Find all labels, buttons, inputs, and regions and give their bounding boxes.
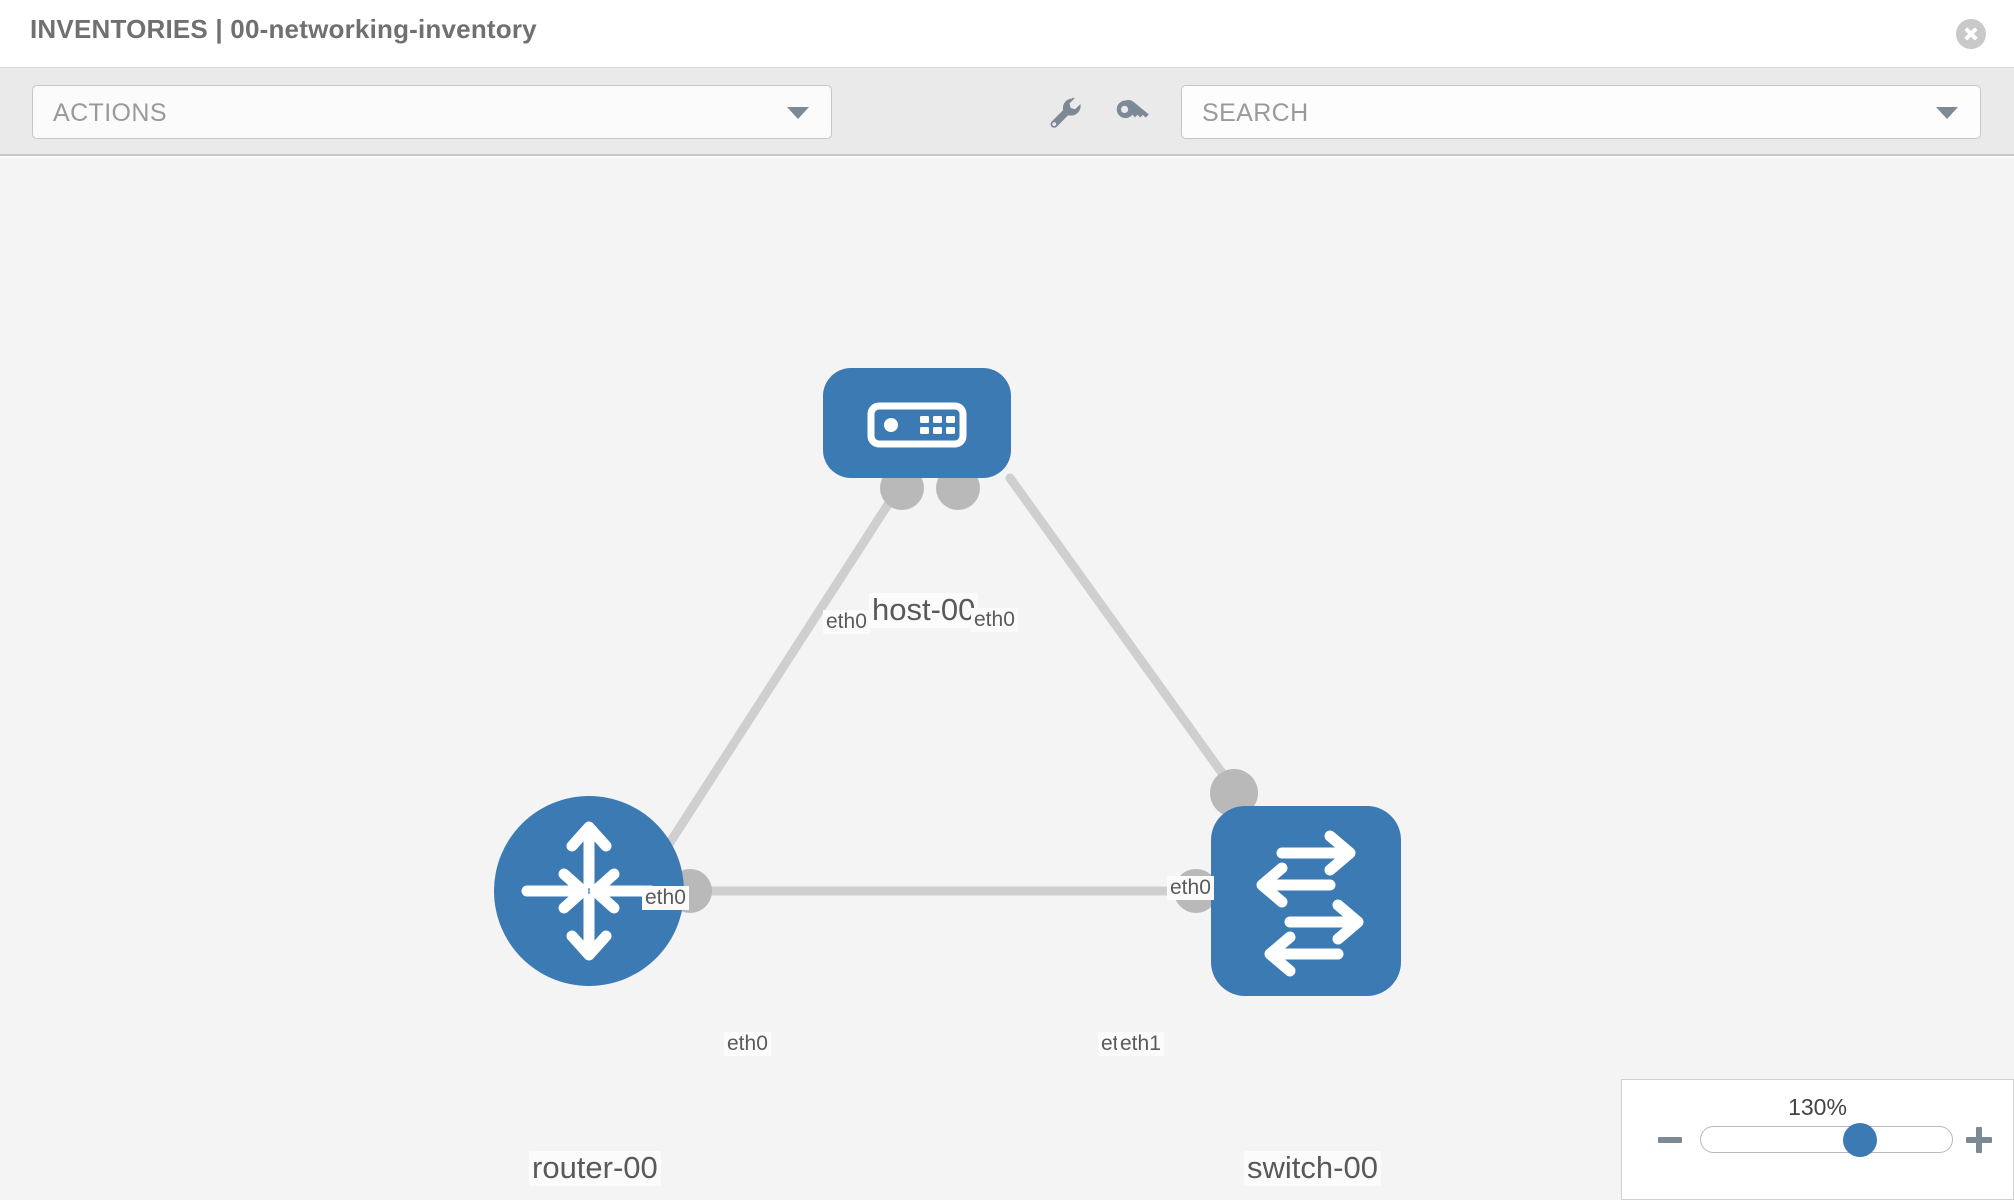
zoom-level-value: 130% bbox=[1788, 1094, 1847, 1120]
topology-graph bbox=[494, 368, 1401, 996]
zoom-control-panel: 130% bbox=[1621, 1079, 2014, 1200]
iface-label: eth0 bbox=[642, 886, 689, 911]
toolbar: ACTIONS SEARCH bbox=[0, 68, 2014, 156]
page-header: INVENTORIES | 00-networking-inventory bbox=[0, 0, 2014, 68]
page-title: INVENTORIES | 00-networking-inventory bbox=[30, 14, 537, 44]
actions-dropdown[interactable]: ACTIONS bbox=[32, 85, 832, 139]
topology-canvas[interactable]: host-00 router-00 switch-00 eth0 eth0 et… bbox=[0, 158, 2014, 1200]
node-label-router-00: router-00 bbox=[529, 1151, 661, 1186]
iface-label: eth1 bbox=[1117, 1032, 1164, 1057]
close-icon[interactable] bbox=[1956, 19, 1986, 49]
plus-icon[interactable] bbox=[1965, 1126, 1993, 1154]
iface-label: eth0 bbox=[823, 610, 870, 635]
wrench-icon[interactable] bbox=[1042, 92, 1084, 134]
connector-nub[interactable] bbox=[1210, 769, 1258, 817]
zoom-slider-thumb[interactable] bbox=[1843, 1122, 1878, 1157]
search-placeholder-label: SEARCH bbox=[1202, 99, 1309, 127]
zoom-slider[interactable] bbox=[1700, 1122, 1953, 1157]
server-icon bbox=[867, 402, 967, 448]
minus-icon[interactable] bbox=[1658, 1137, 1682, 1143]
search-input[interactable]: SEARCH bbox=[1181, 85, 1981, 139]
node-switch-00[interactable] bbox=[1211, 806, 1401, 996]
link-host00-router00[interactable] bbox=[655, 473, 910, 863]
key-icon[interactable] bbox=[1110, 92, 1152, 134]
actions-dropdown-label: ACTIONS bbox=[53, 99, 167, 127]
chevron-down-icon bbox=[1936, 107, 1958, 119]
iface-label: eth0 bbox=[1167, 876, 1214, 901]
node-host-00[interactable] bbox=[823, 368, 1011, 478]
chevron-down-icon bbox=[787, 107, 809, 119]
node-label-switch-00: switch-00 bbox=[1244, 1151, 1381, 1186]
topology-connectors bbox=[668, 466, 1258, 913]
link-host00-switch00[interactable] bbox=[1005, 473, 1245, 803]
node-label-host-00: host-00 bbox=[869, 593, 979, 628]
iface-label: eth0 bbox=[724, 1032, 771, 1057]
iface-label: eth0 bbox=[971, 608, 1018, 633]
switch-arrows-icon bbox=[1256, 830, 1364, 977]
topology-links bbox=[655, 473, 1245, 896]
